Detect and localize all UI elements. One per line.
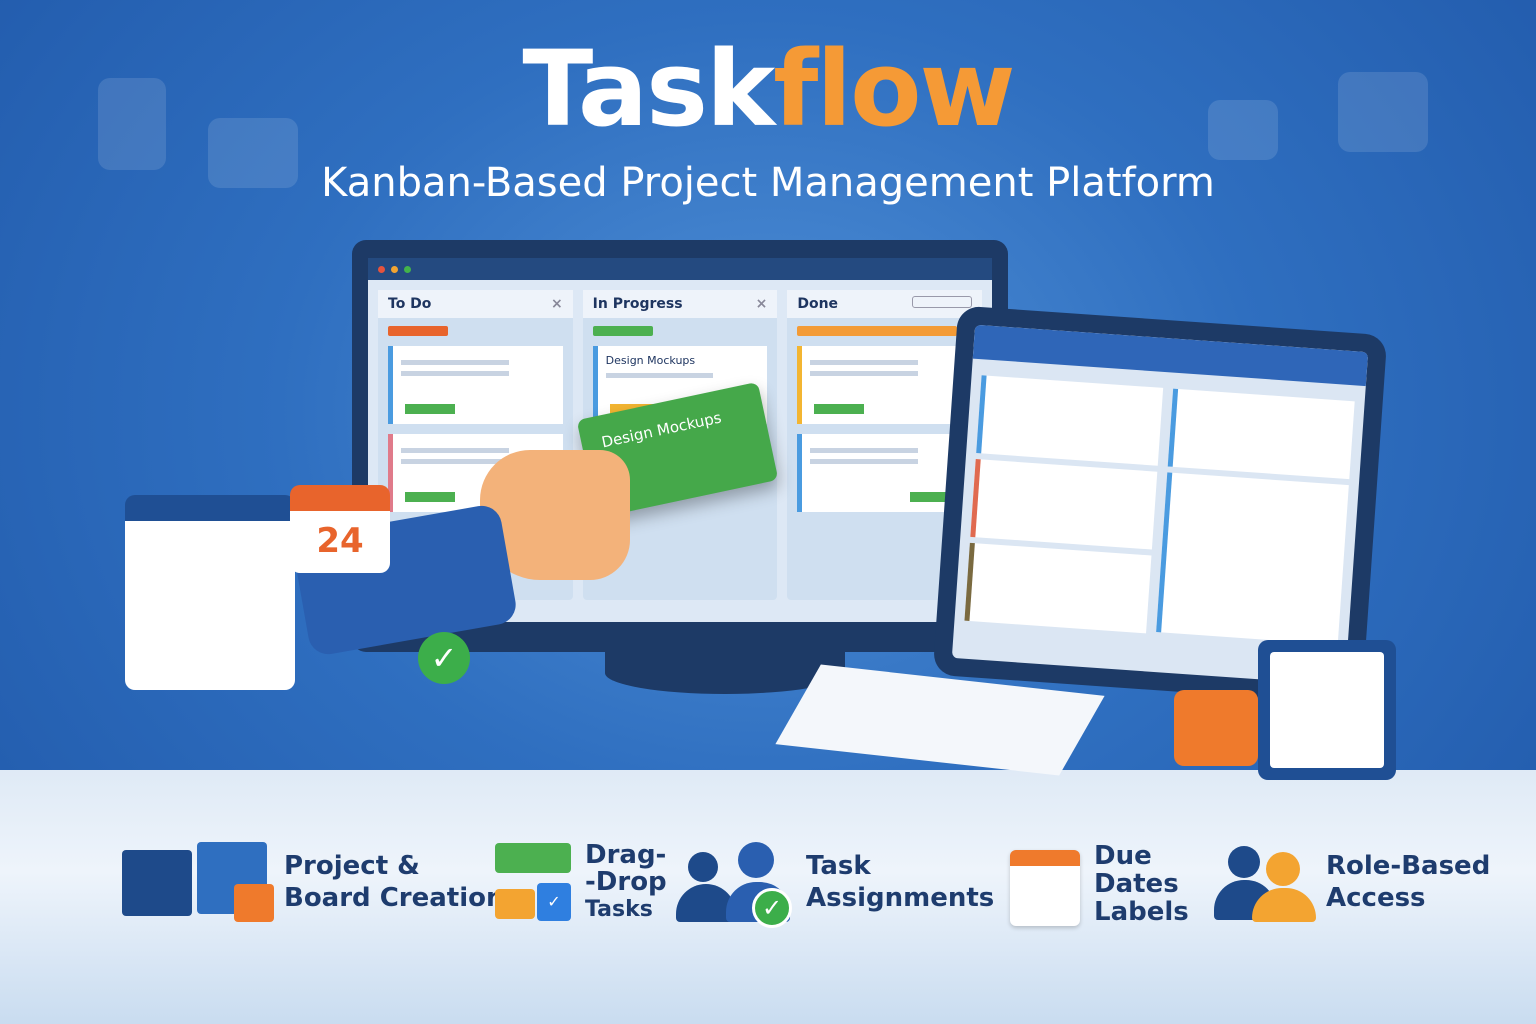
- close-icon[interactable]: ×: [755, 296, 768, 312]
- calendar-icon: [1010, 844, 1082, 926]
- column-title: To Do: [388, 296, 432, 312]
- maximize-dot[interactable]: [404, 265, 411, 273]
- app-title: Taskflow: [0, 28, 1536, 150]
- calendar-day: 24: [316, 521, 364, 561]
- feature-label: -Drop: [585, 867, 667, 897]
- feature-label: Due: [1094, 841, 1152, 871]
- feature-label: Access: [1326, 883, 1426, 913]
- feature-label: Assignments: [806, 883, 995, 913]
- close-icon[interactable]: ×: [550, 296, 563, 312]
- calendar-icon: [125, 495, 295, 690]
- card-title: Design Mockups: [605, 354, 696, 367]
- puzzle-icon: [1174, 690, 1258, 766]
- task-card[interactable]: [797, 346, 973, 424]
- column-title: Done: [797, 296, 839, 312]
- feature-project-board: Project &Board Creation: [122, 842, 505, 922]
- feature-label: Tasks: [585, 897, 653, 922]
- background-checklist-icon: [98, 78, 166, 170]
- feature-label: Project &: [284, 851, 420, 881]
- title-part1: Task: [522, 28, 775, 150]
- calendar-day-icon: 24: [290, 485, 390, 573]
- background-list-icon: [1338, 72, 1428, 152]
- search-field[interactable]: [912, 296, 973, 308]
- task-card[interactable]: [388, 346, 563, 424]
- drag-drop-icon: ✓: [495, 842, 573, 923]
- close-dot[interactable]: [378, 265, 385, 273]
- feature-label: Labels: [1094, 897, 1189, 927]
- title-part2: flow: [773, 28, 1015, 150]
- task-card[interactable]: [797, 434, 973, 512]
- feature-label: Task: [806, 851, 871, 881]
- feature-label: Dates: [1094, 869, 1179, 899]
- background-check-bubble-icon: [1208, 100, 1278, 160]
- column-title: In Progress: [592, 296, 683, 312]
- clipboard-icon: [1258, 640, 1396, 780]
- minimize-dot[interactable]: [391, 265, 398, 273]
- card-title: Design Mockups: [599, 408, 724, 452]
- subtitle: Kanban-Based Project Management Platform: [321, 160, 1215, 206]
- role-users-icon: [1214, 842, 1316, 922]
- window-titlebar: [368, 258, 992, 280]
- board-icon: [122, 842, 274, 922]
- background-chat-icon: [208, 118, 298, 188]
- users-check-icon: ✓: [676, 842, 794, 928]
- monitor-stand: [605, 652, 845, 694]
- feature-label: Board Creation: [284, 883, 505, 913]
- feature-label: Drag-: [585, 840, 667, 870]
- feature-label: Role-Based: [1326, 851, 1491, 881]
- checkmark-icon: ✓: [418, 632, 470, 684]
